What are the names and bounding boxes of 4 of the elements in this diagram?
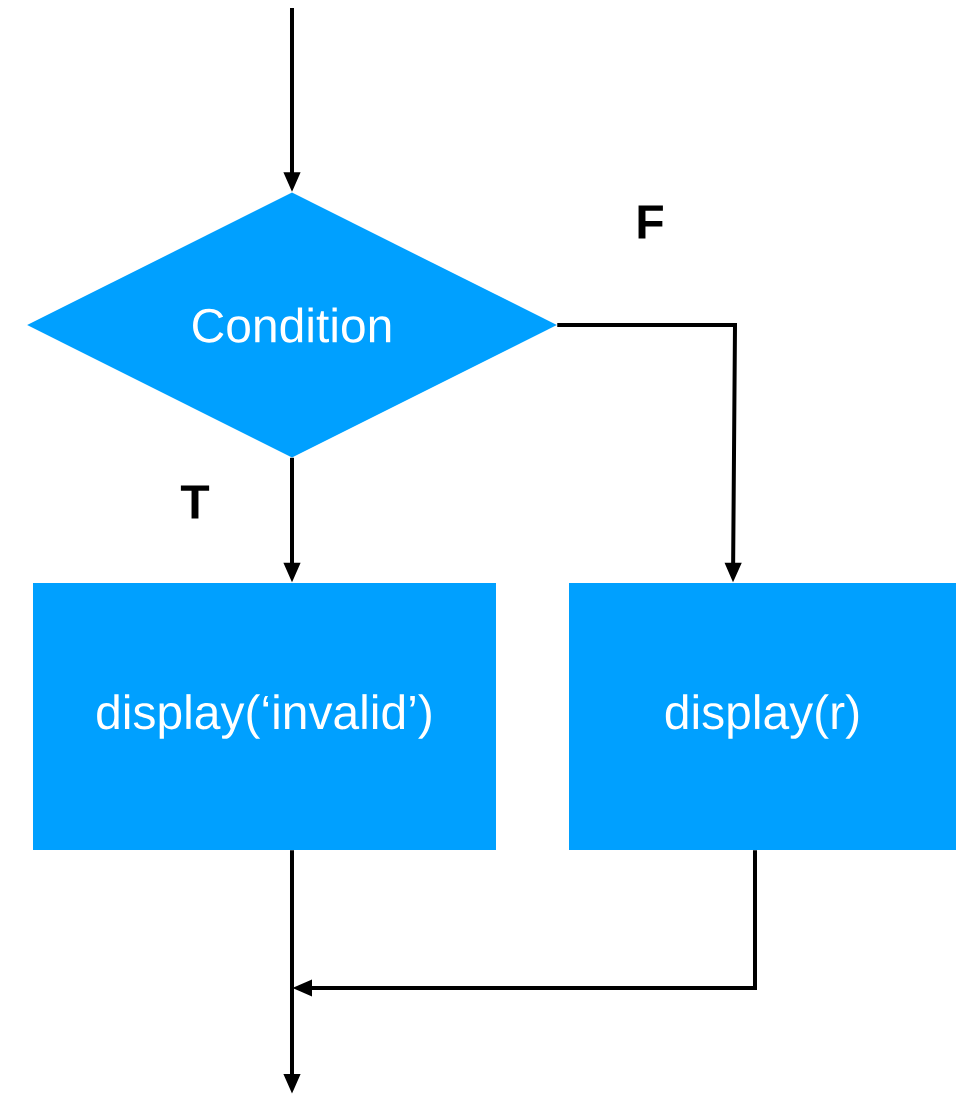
edge-label: T <box>179 484 211 520</box>
edge-label: F <box>634 204 666 240</box>
process-box: display(‘invalid’) <box>33 583 496 850</box>
process-box: display(r) <box>569 583 956 850</box>
